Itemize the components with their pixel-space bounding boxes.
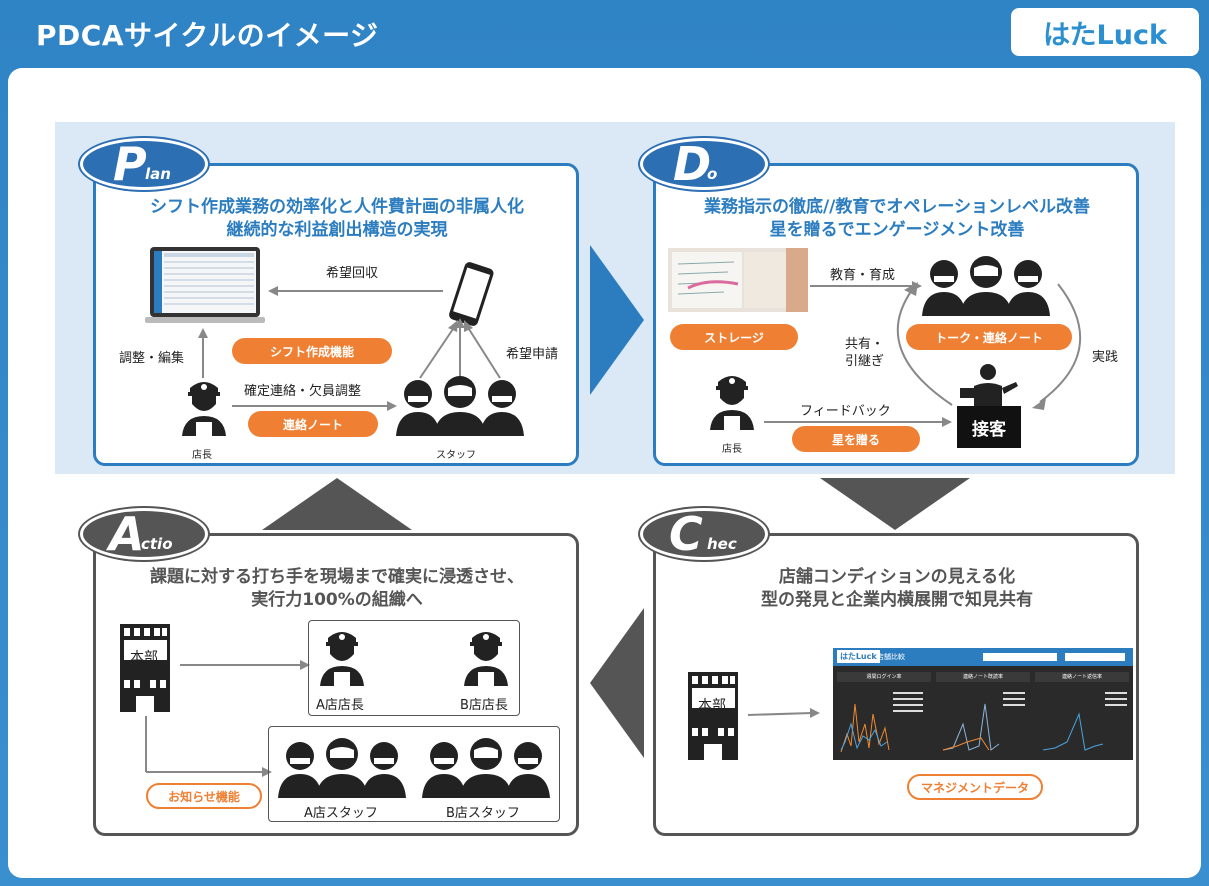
dashboard-charts	[840, 692, 1127, 753]
do-manager-label: 店長	[722, 444, 742, 455]
pill-mgmt: マネジメントデータ	[907, 774, 1043, 800]
a-staff-group-icon	[278, 738, 406, 798]
do-heading-line1: 業務指示の徹底//教育でオペレーションレベル改善	[703, 197, 1091, 217]
a-manager-icon	[320, 632, 364, 686]
arrow-confirm	[232, 401, 397, 411]
page-title: PDCAサイクルのイメージ	[36, 19, 379, 52]
dashboard-logo: はたLuck	[837, 650, 880, 663]
arrow-hq-to-dashboard	[747, 708, 820, 718]
do-heading-line2: 星を贈るでエンゲージメント改善	[769, 220, 1025, 240]
pill-talk: トーク・連絡ノート	[906, 324, 1072, 350]
plan-badge: P lan	[80, 137, 208, 191]
b-staff-label: B店スタッフ	[446, 806, 520, 821]
b-manager-label: B店店長	[460, 698, 508, 713]
dashboard-title: 店舗比較	[877, 653, 905, 661]
pill-shift: シフト作成機能	[232, 338, 392, 364]
arrow-label-confirm: 確定連絡・欠員調整	[244, 384, 362, 399]
managers-frame	[308, 620, 520, 716]
label-share-line2: 引継ぎ	[845, 354, 885, 369]
b-manager-icon	[464, 632, 508, 686]
b-staff-group-icon	[422, 738, 550, 798]
label-practice: 実践	[1092, 350, 1119, 365]
label-share: 共有・ 引継ぎ	[845, 336, 884, 370]
check-heading: 店舗コンディションの見える化 型の発見と企業内横展開で知見共有	[660, 566, 1134, 612]
check-hq-label: 本部	[698, 698, 726, 714]
arrow-label-collect: 希望回収	[326, 266, 379, 281]
action-badge-letter: A	[109, 507, 145, 561]
dashboard-chart1-title: 週間ログイン率	[837, 672, 931, 682]
check-heading-line1: 店舗コンディションの見える化	[778, 567, 1016, 587]
action-heading-line2: 実行力100%の組織へ	[251, 590, 423, 610]
flow-arrow-down	[820, 478, 970, 530]
action-hq-building-icon	[120, 624, 170, 712]
check-heading-line2: 型の発見と企業内横展開で知見共有	[761, 590, 1033, 610]
pill-storage: ストレージ	[670, 324, 798, 350]
service-counter: 接客	[957, 406, 1021, 448]
dashboard-header: はたLuck 店舗比較	[833, 648, 1133, 666]
check-badge: C hec	[640, 507, 768, 561]
arrow-label-education: 教育・育成	[830, 268, 896, 283]
laptop-icon	[145, 247, 265, 323]
dashboard-screenshot: はたLuck 店舗比較 週間ログイン率 連絡ノート既読率 連絡ノート返信率	[833, 648, 1133, 760]
staff-frame	[268, 726, 560, 822]
arrow-hq-to-managers	[180, 660, 310, 670]
check-badge-suffix: hec	[707, 535, 737, 553]
brand-logo: はたLuck	[1011, 8, 1199, 56]
staff-group-icon	[396, 376, 524, 436]
pill-star: 星を贈る	[792, 426, 920, 452]
check-badge-letter: C	[669, 507, 703, 561]
plan-heading-line2: 継続的な利益創出構造の実現	[226, 220, 448, 240]
dashboard-chart2-title: 連絡ノート既読率	[936, 672, 1030, 682]
do-manager-icon	[710, 376, 754, 430]
action-badge-suffix: ctio	[141, 535, 173, 553]
staff-label: スタッフ	[436, 450, 476, 461]
smartphone-icon	[449, 262, 494, 326]
do-staff-group-icon	[922, 256, 1050, 316]
arrow-request	[419, 318, 501, 379]
pill-note: 連絡ノート	[248, 411, 378, 437]
flow-arrow-up	[262, 478, 412, 530]
service-label: 接客	[972, 419, 1006, 440]
plan-badge-letter: P	[113, 137, 147, 191]
arrow-collect	[268, 286, 443, 296]
arrow-label-feedback: フィードバック	[800, 404, 891, 419]
do-badge: D o	[640, 137, 768, 191]
do-badge-letter: D	[673, 137, 712, 191]
a-manager-label: A店店長	[316, 698, 364, 713]
flow-arrow-left	[590, 608, 644, 758]
do-heading: 業務指示の徹底//教育でオペレーションレベル改善 星を贈るでエンゲージメント改善	[660, 196, 1134, 242]
action-heading: 課題に対する打ち手を現場まで確実に浸透させ、 実行力100%の組織へ	[100, 566, 574, 612]
action-hq-label: 本部	[130, 650, 158, 666]
arrow-edit	[198, 328, 208, 378]
cycle-arrows	[896, 282, 1082, 410]
dashboard-filter-1	[983, 653, 1057, 661]
action-badge: A ctio	[80, 507, 208, 561]
arrow-hq-to-staff	[145, 716, 272, 777]
dashboard-filter-2	[1065, 653, 1125, 661]
dashboard-chart3-title: 連絡ノート返信率	[1035, 672, 1129, 682]
plan-heading: シフト作成業務の効率化と人件費計画の非属人化 継続的な利益創出構造の実現	[100, 196, 574, 242]
plan-badge-suffix: lan	[145, 165, 171, 183]
arrow-feedback	[764, 417, 952, 427]
pill-notice: お知らせ機能	[146, 783, 262, 809]
plan-heading-line1: シフト作成業務の効率化と人件費計画の非属人化	[150, 197, 524, 217]
manager-label: 店長	[192, 450, 212, 461]
action-heading-line1: 課題に対する打ち手を現場まで確実に浸透させ、	[150, 567, 524, 587]
flow-arrow-right	[590, 245, 644, 395]
notebook-photo	[668, 248, 808, 312]
clerk-icon	[960, 364, 1018, 410]
arrow-label-edit: 調整・編集	[119, 351, 185, 366]
label-share-line1: 共有・	[845, 337, 885, 352]
manager-icon	[182, 382, 226, 436]
do-badge-suffix: o	[707, 165, 718, 183]
check-hq-building-icon	[688, 672, 738, 760]
a-staff-label: A店スタッフ	[304, 806, 378, 821]
arrow-label-request: 希望申請	[506, 347, 559, 362]
